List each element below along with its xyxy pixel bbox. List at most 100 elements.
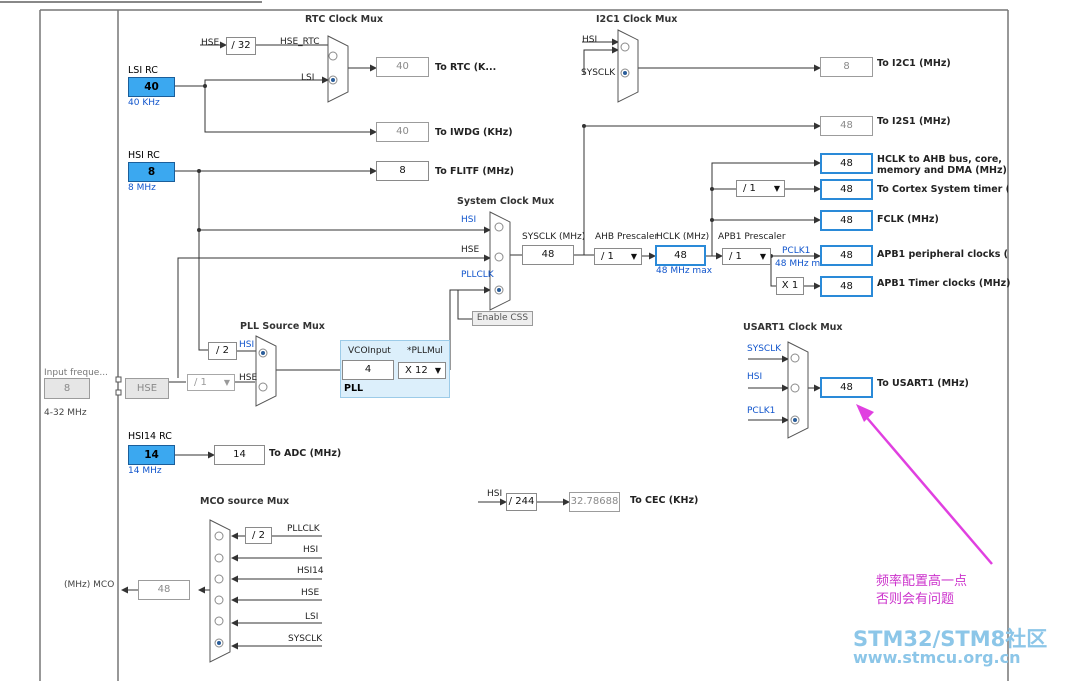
mco-mux-icon [209, 519, 231, 663]
mco-pllclk-label: PLLCLK [287, 524, 320, 534]
rtc-output-label: To RTC (K... [435, 62, 497, 73]
mco-hse-label: HSE [301, 588, 320, 598]
hsi14-rc-value[interactable]: 14 [128, 445, 175, 465]
hclk-ahb-output-label: HCLK to AHB bus, core, memory and DMA (M… [877, 154, 1007, 176]
rtc-mux-title: RTC Clock Mux [305, 14, 384, 25]
annotation-line-2: 否则会有问题 [876, 592, 955, 607]
rtc-hse-rtc-label: HSE_RTC [280, 37, 320, 47]
cec-divider[interactable]: / 244 [506, 493, 537, 511]
watermark-line-1: STM32/STM8社区 [853, 627, 1048, 651]
system-clock-mux-title: System Clock Mux [457, 196, 555, 207]
sys-mux-hsi-label: HSI [461, 215, 477, 225]
hclk-value-field[interactable]: 48 [655, 245, 706, 266]
chevron-down-icon: ▼ [630, 252, 637, 261]
adc-value-field[interactable]: 14 [214, 445, 265, 465]
hclk-max-label: 48 MHz max [656, 266, 713, 276]
timer-multiplier-field: X 1 [776, 277, 804, 295]
ahb-prescaler-label: AHB Prescaler [595, 232, 659, 242]
hse-oscillator-block[interactable]: HSE [125, 378, 169, 399]
lsi-rc-title: LSI RC [128, 65, 158, 76]
mco-lsi-label: LSI [305, 612, 319, 622]
hsi-rc-title: HSI RC [128, 150, 160, 161]
cortex-divider-value: / 1 [743, 183, 756, 194]
iwdg-value-field[interactable]: 40 [376, 122, 429, 142]
i2c1-mux-icon [617, 29, 639, 103]
hse-prediv-value: / 1 [194, 377, 207, 388]
pll-mul-label: *PLLMul [407, 346, 443, 356]
mco-mux-title: MCO source Mux [200, 496, 290, 507]
flitf-value-field[interactable]: 8 [376, 161, 429, 181]
hclk-ahb-value-field[interactable]: 48 [820, 153, 873, 174]
watermark-line-2: www.stmcu.org.cn [853, 648, 1021, 667]
cortex-timer-value-field[interactable]: 48 [820, 179, 873, 200]
i2c1-sysclk-label: SYSCLK [581, 68, 616, 78]
cec-output-label: To CEC (KHz) [630, 495, 699, 506]
apb1-prescaler-label: APB1 Prescaler [718, 232, 786, 242]
sys-mux-hse-label: HSE [461, 245, 480, 255]
hsi-rc-value[interactable]: 8 [128, 162, 175, 182]
apb1-peripheral-output-label: APB1 peripheral clocks (MHz) [877, 249, 1008, 260]
rtc-hse-label: HSE [201, 38, 220, 48]
apb1-prescaler-value: / 1 [729, 251, 742, 262]
apb1-prescaler-dropdown[interactable]: / 1▼ [722, 248, 771, 265]
i2c1-value-field[interactable]: 8 [820, 57, 873, 77]
input-frequency-label: Input freque... [44, 368, 108, 378]
usart1-pclk1-label: PCLK1 [747, 406, 776, 416]
cec-value-field[interactable]: 32.78688 [569, 492, 620, 512]
sys-mux-pllclk-label: PLLCLK [461, 270, 494, 280]
usart1-hsi-label: HSI [747, 372, 763, 382]
vco-input-field[interactable]: 4 [342, 360, 394, 380]
sysclk-value-field[interactable]: 48 [522, 245, 574, 265]
annotation-line-1: 频率配置高一点 [876, 574, 968, 589]
apb1-peripheral-value-field[interactable]: 48 [820, 245, 873, 266]
apb1-timer-value-field[interactable]: 48 [820, 276, 873, 297]
cortex-divider-dropdown[interactable]: / 1▼ [736, 180, 785, 197]
iwdg-output-label: To IWDG (KHz) [435, 127, 513, 138]
pll-mul-value: X 12 [405, 365, 428, 376]
pll-hsi-divider[interactable]: / 2 [208, 342, 237, 360]
input-frequency-range: 4-32 MHz [44, 408, 87, 418]
i2s1-value-field[interactable]: 48 [820, 116, 873, 136]
hse-prediv-dropdown[interactable]: / 1 ▼ [187, 374, 235, 391]
pclk1-label: PCLK1 [782, 246, 811, 256]
rtc-value-field[interactable]: 40 [376, 57, 429, 77]
usart1-value-field[interactable]: 48 [820, 377, 873, 398]
vco-input-label: VCOInput [348, 346, 391, 356]
pll-mul-dropdown[interactable]: X 12 ▼ [398, 362, 446, 379]
i2c1-mux-title: I2C1 Clock Mux [596, 14, 678, 25]
apb1-timer-output-label: APB1 Timer clocks (MHz) [877, 278, 1011, 289]
usart1-output-label: To USART1 (MHz) [877, 378, 969, 389]
mco-hsi-label: HSI [303, 545, 319, 555]
lsi-rc-value[interactable]: 40 [128, 77, 175, 97]
mco-pll-divider[interactable]: / 2 [245, 527, 272, 544]
mco-value-field[interactable]: 48 [138, 580, 190, 600]
pll-source-mux-icon [255, 335, 277, 407]
enable-css-button[interactable]: Enable CSS [472, 311, 533, 326]
usart1-sysclk-label: SYSCLK [747, 344, 782, 354]
fclk-value-field[interactable]: 48 [820, 210, 873, 231]
fclk-output-label: FCLK (MHz) [877, 214, 939, 225]
pll-mux-hsi-label: HSI [239, 340, 255, 350]
hsi14-rc-title: HSI14 RC [128, 431, 172, 442]
rtc-lsi-label: LSI [301, 73, 315, 83]
i2c1-output-label: To I2C1 (MHz) [877, 58, 951, 69]
adc-output-label: To ADC (MHz) [269, 448, 342, 459]
pll-source-mux-title: PLL Source Mux [240, 321, 325, 332]
chevron-down-icon: ▼ [434, 366, 441, 375]
pclk1-max-label: 48 MHz max [775, 259, 832, 269]
sysclk-label: SYSCLK (MHz) [522, 232, 586, 242]
rtc-hse-divider[interactable]: / 32 [226, 37, 256, 55]
chevron-down-icon: ▼ [223, 378, 230, 387]
rtc-mux-icon [327, 35, 349, 103]
cec-hsi-label: HSI [487, 489, 503, 499]
mco-output-label: (MHz) MCO [64, 580, 115, 590]
input-frequency-field[interactable]: 8 [44, 378, 90, 399]
cortex-timer-output-label: To Cortex System timer (MHz) [877, 184, 1008, 195]
hsi-rc-freq: 8 MHz [128, 183, 156, 193]
flitf-output-label: To FLITF (MHz) [435, 166, 515, 177]
hclk-label: HCLK (MHz) [656, 232, 710, 242]
mco-sysclk-label: SYSCLK [288, 634, 323, 644]
ahb-prescaler-dropdown[interactable]: / 1▼ [594, 248, 642, 265]
